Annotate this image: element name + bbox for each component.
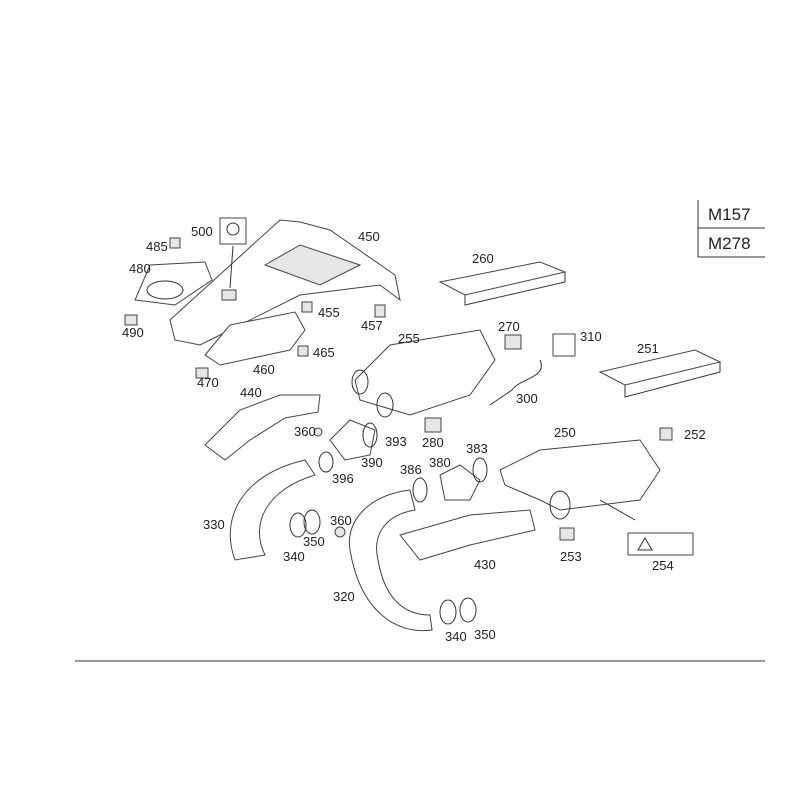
- air-filter-housing-255[interactable]: [354, 329, 496, 416]
- bolt-360[interactable]: [313, 427, 323, 437]
- model-table: M157 M278: [697, 200, 765, 258]
- mass-airflow-sensor-390[interactable]: [329, 419, 376, 461]
- callout-350a: 350: [303, 534, 325, 549]
- clip-485[interactable]: [169, 237, 181, 249]
- callout-360a: 360: [294, 424, 316, 439]
- clamp-350b[interactable]: [459, 597, 477, 623]
- callout-440: 440: [240, 385, 262, 400]
- cable-300[interactable]: [489, 359, 542, 406]
- seal-383[interactable]: [472, 457, 488, 483]
- duct-320[interactable]: [348, 489, 433, 632]
- callout-465: 465: [313, 345, 335, 360]
- air-filter-housing-250[interactable]: [499, 439, 661, 511]
- clip-465[interactable]: [297, 345, 309, 357]
- sensor-270[interactable]: [504, 334, 522, 350]
- warning-sticker: [221, 289, 237, 301]
- duct-430[interactable]: [399, 509, 536, 561]
- callout-455: 455: [318, 305, 340, 320]
- engine-cover-450[interactable]: [169, 219, 401, 346]
- callout-labels: 500 485 450 480 490 260 455 457 465 255 …: [122, 224, 706, 644]
- callout-457: 457: [361, 318, 383, 333]
- duct-330[interactable]: [229, 459, 316, 561]
- callout-300: 300: [516, 391, 538, 406]
- sticker-500[interactable]: [219, 217, 247, 245]
- callout-330: 330: [203, 517, 225, 532]
- seal-393[interactable]: [362, 422, 378, 448]
- clip-455[interactable]: [301, 301, 313, 313]
- callout-250: 250: [554, 425, 576, 440]
- callout-280: 280: [422, 435, 444, 450]
- duct-440[interactable]: [204, 394, 321, 461]
- callout-270: 270: [498, 319, 520, 334]
- callout-252: 252: [684, 427, 706, 442]
- clamp-340b[interactable]: [439, 599, 457, 625]
- callout-430: 430: [474, 557, 496, 572]
- clamp-350a[interactable]: [303, 509, 321, 535]
- callout-396: 396: [332, 471, 354, 486]
- callout-393: 393: [385, 434, 407, 449]
- callout-450: 450: [358, 229, 380, 244]
- callout-480: 480: [129, 261, 151, 276]
- callout-253: 253: [560, 549, 582, 564]
- callout-260: 260: [472, 251, 494, 266]
- callout-380: 380: [429, 455, 451, 470]
- callout-340b: 340: [445, 629, 467, 644]
- air-filter-251[interactable]: [598, 349, 722, 386]
- seal-386[interactable]: [412, 477, 428, 503]
- callout-485: 485: [146, 239, 168, 254]
- callout-490: 490: [122, 325, 144, 340]
- callout-310: 310: [580, 329, 602, 344]
- sensor-252[interactable]: [659, 427, 673, 441]
- clip-280[interactable]: [424, 417, 442, 433]
- clamp-340a[interactable]: [289, 512, 307, 538]
- callout-340a: 340: [283, 549, 305, 564]
- bracket-310[interactable]: [552, 333, 576, 357]
- warning-label-254[interactable]: [627, 532, 694, 556]
- callout-350b: 350: [474, 627, 496, 642]
- model-m278: M278: [708, 234, 751, 253]
- callout-383: 383: [466, 441, 488, 456]
- callout-470: 470: [197, 375, 219, 390]
- callout-460: 460: [253, 362, 275, 377]
- seal-396[interactable]: [318, 451, 334, 473]
- callout-320: 320: [333, 589, 355, 604]
- cover-part-480[interactable]: [134, 261, 213, 306]
- model-m157: M157: [708, 205, 751, 224]
- grommet-490[interactable]: [124, 314, 138, 326]
- callout-251: 251: [637, 341, 659, 356]
- bolt-360b[interactable]: [334, 526, 346, 538]
- cover-panel: [263, 244, 362, 286]
- grommet-470[interactable]: [195, 367, 209, 379]
- callout-390: 390: [361, 455, 383, 470]
- mass-airflow-sensor-380[interactable]: [439, 464, 481, 501]
- callout-255: 255: [398, 331, 420, 346]
- clip-457[interactable]: [374, 304, 386, 318]
- callout-360b: 360: [330, 513, 352, 528]
- callout-254: 254: [652, 558, 674, 573]
- clip-253[interactable]: [559, 527, 575, 541]
- duct-460[interactable]: [204, 311, 306, 366]
- callout-500: 500: [191, 224, 213, 239]
- callout-386: 386: [400, 462, 422, 477]
- air-filter-260[interactable]: [438, 261, 567, 296]
